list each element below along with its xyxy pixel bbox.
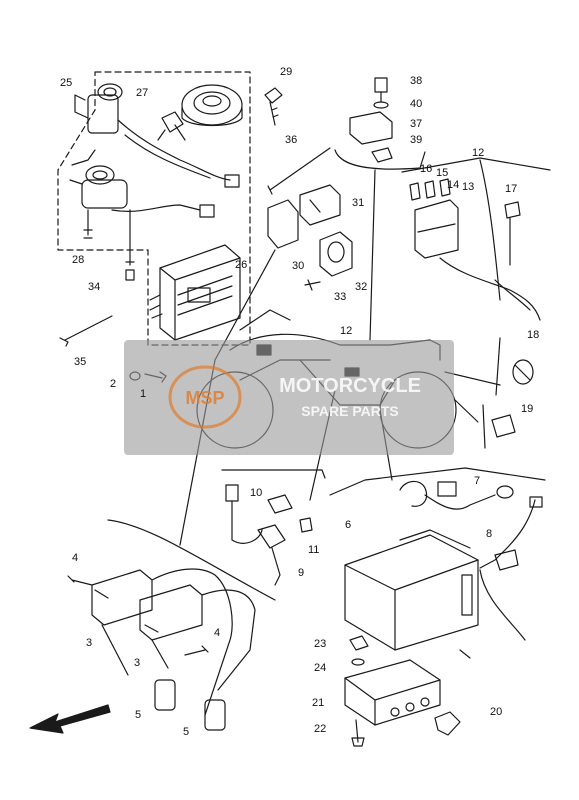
callout-12b: 12 — [472, 147, 484, 159]
regulator — [344, 635, 441, 747]
callout-9: 9 — [298, 567, 304, 579]
cable-tie — [59, 315, 113, 347]
battery-cable — [399, 480, 514, 510]
leader-relay — [444, 371, 501, 386]
callout-22: 22 — [314, 723, 326, 735]
callout-3b: 3 — [134, 657, 140, 669]
small-relays — [491, 359, 534, 438]
callout-17: 17 — [505, 183, 517, 195]
fuse-holder — [434, 711, 461, 736]
callout-26: 26 — [235, 259, 247, 271]
main-switch-assembly — [69, 83, 240, 281]
callout-24: 24 — [314, 662, 326, 674]
callout-7: 7 — [474, 475, 480, 487]
callout-36: 36 — [285, 134, 297, 146]
ecu-group-outline — [57, 71, 251, 346]
callout-5a: 5 — [135, 709, 141, 721]
cable-part — [267, 147, 331, 195]
relay-bracket-line — [334, 149, 426, 170]
callout-3a: 3 — [86, 637, 92, 649]
front-direction-arrow — [29, 704, 111, 734]
callout-13: 13 — [462, 181, 474, 193]
callout-21: 21 — [312, 697, 324, 709]
callout-28: 28 — [72, 254, 84, 266]
callout-37: 37 — [410, 118, 422, 130]
callout-34: 34 — [88, 281, 100, 293]
relay-bracket-18 — [495, 337, 501, 396]
callout-27: 27 — [136, 87, 148, 99]
callout-5b: 5 — [183, 726, 189, 738]
sensor-bracket — [221, 469, 326, 479]
callout-19: 19 — [521, 403, 533, 415]
coil-bracket — [107, 519, 276, 601]
callout-18: 18 — [527, 329, 539, 341]
harness-bracket — [401, 157, 551, 173]
callout-30: 30 — [292, 260, 304, 272]
callout-8: 8 — [486, 528, 492, 540]
callout-32: 32 — [355, 281, 367, 293]
callout-1: 1 — [140, 388, 146, 400]
callout-12a: 12 — [340, 325, 352, 337]
key-part — [264, 87, 283, 126]
callout-15: 15 — [436, 167, 448, 179]
callout-35: 35 — [74, 356, 86, 368]
watermark: MSP MOTORCYCLE SPARE PARTS — [124, 340, 454, 455]
callout-23: 23 — [314, 638, 326, 650]
fuel-cap-ring — [157, 84, 243, 141]
callout-14: 14 — [447, 179, 459, 191]
callout-6: 6 — [345, 519, 351, 531]
watermark-logo: MSP — [185, 388, 224, 408]
callout-10: 10 — [250, 487, 262, 499]
callout-39: 39 — [410, 134, 422, 146]
callout-33: 33 — [334, 291, 346, 303]
callout-25: 25 — [60, 77, 72, 89]
callout-16: 16 — [420, 163, 432, 175]
callout-40: 40 — [410, 98, 422, 110]
minus-lead — [459, 496, 543, 659]
callout-4b: 4 — [214, 627, 220, 639]
ecu-unit — [149, 244, 241, 341]
relay-bracket-19 — [482, 404, 486, 449]
battery — [344, 529, 479, 651]
sensor-parts — [225, 484, 313, 586]
watermark-line1: MOTORCYCLE — [279, 375, 421, 397]
watermark-line2: SPARE PARTS — [301, 403, 399, 419]
leader-19 — [454, 399, 479, 423]
callout-38: 38 — [410, 75, 422, 87]
bracket-parts — [267, 184, 353, 291]
wire-harness-group — [409, 159, 541, 321]
ignition-coils — [67, 568, 256, 731]
leader-harness — [369, 169, 376, 341]
callout-29: 29 — [280, 66, 292, 78]
callout-4a: 4 — [72, 552, 78, 564]
callout-31: 31 — [352, 197, 364, 209]
relay-assembly — [349, 77, 393, 163]
callout-20: 20 — [490, 706, 502, 718]
callout-11: 11 — [308, 544, 319, 556]
callout-2: 2 — [110, 378, 116, 390]
battery-bracket — [329, 467, 546, 496]
